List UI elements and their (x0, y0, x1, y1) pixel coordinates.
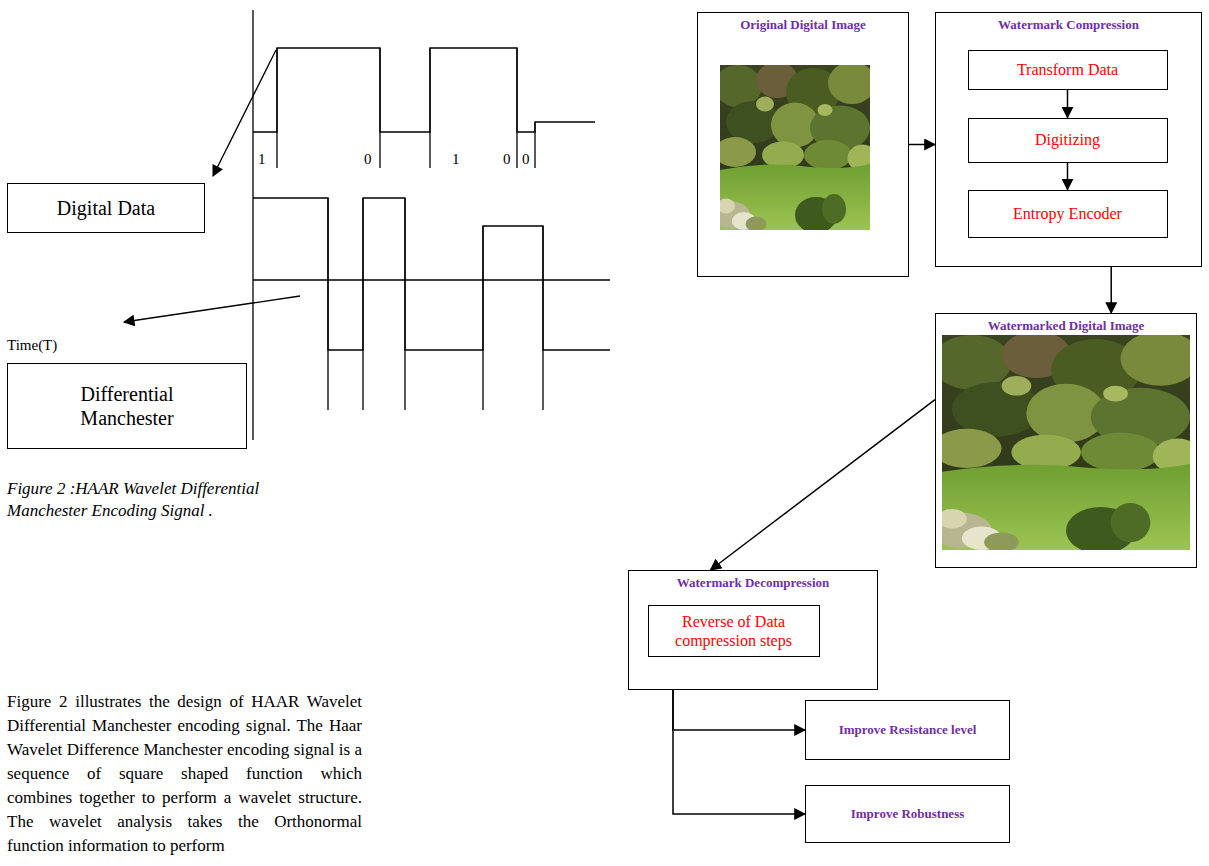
process-box: Reverse of Data compression steps (648, 605, 820, 657)
signal-box: Digital Data (7, 183, 205, 233)
flow-arrow (1110, 267, 1112, 313)
axis-label: Time(T) (7, 336, 57, 354)
node-label: Reverse of Data compression steps (655, 612, 813, 650)
process-box: Transform Data (968, 50, 1168, 90)
bit-value: 0 (503, 150, 511, 168)
node-label: Entropy Encoder (1013, 204, 1122, 223)
result-box: Improve Resistance level (805, 700, 1010, 760)
image-box: Watermarked Digital Image (935, 313, 1197, 568)
process-box: Entropy Encoder (968, 190, 1168, 238)
flow-arrow (1067, 163, 1069, 190)
group-box: Watermark CompressionTransform DataDigit… (935, 12, 1202, 267)
node-label: Watermarked Digital Image (988, 318, 1145, 334)
body-paragraph: Figure 2 illustrates the design of HAAR … (7, 690, 362, 858)
group-box: Watermark DecompressionReverse of Data c… (628, 570, 878, 690)
flow-arrow (673, 690, 805, 814)
node-label: Improve Resistance level (839, 722, 977, 738)
signal-box: Differential Manchester (7, 363, 247, 449)
node-label: Differential Manchester (52, 382, 202, 430)
process-box: Digitizing (968, 118, 1168, 163)
node-label: Improve Robustness (851, 806, 965, 822)
flow-arrow (1067, 90, 1069, 118)
node-label: Watermark Decompression (677, 575, 829, 591)
node-label: Digital Data (57, 196, 155, 220)
bit-value: 0 (364, 150, 372, 168)
result-box: Improve Robustness (805, 785, 1010, 843)
bit-value: 1 (258, 150, 266, 168)
node-label: Original Digital Image (740, 17, 866, 33)
node-label: Watermark Compression (998, 17, 1139, 33)
node-label: Transform Data (1017, 60, 1118, 79)
flow-arrow (909, 144, 935, 146)
flow-arrow (711, 400, 936, 570)
leader-line (124, 50, 300, 322)
forest-photo (932, 331, 1202, 554)
flow-arrow (673, 690, 805, 730)
waveform (253, 10, 610, 440)
figure-caption: Figure 2 :HAAR Wavelet Differential Manc… (7, 478, 307, 522)
node-label: Digitizing (1035, 130, 1100, 149)
bit-value: 0 (522, 150, 530, 168)
forest-photo (714, 62, 878, 233)
bit-value: 1 (452, 150, 460, 168)
image-box: Original Digital Image (697, 12, 909, 277)
